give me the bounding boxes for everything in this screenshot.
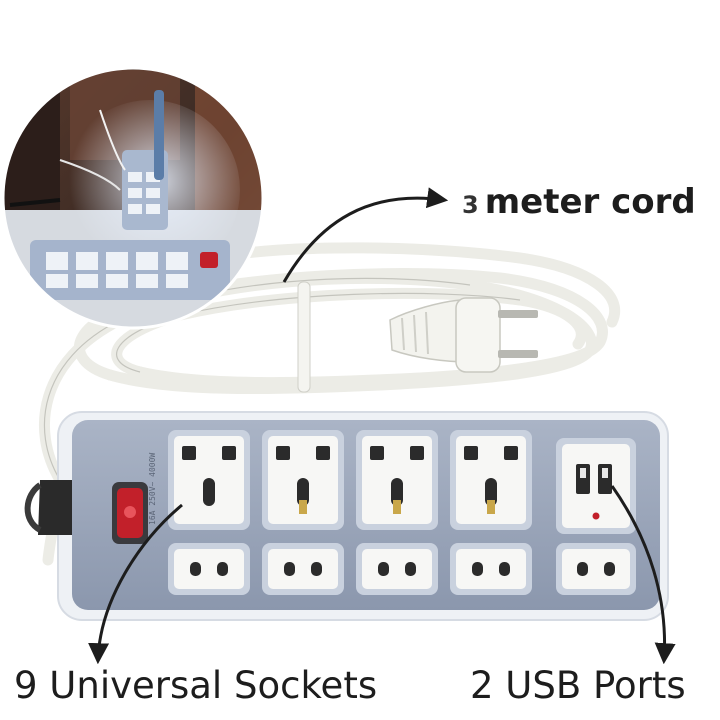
usb-port-icon (598, 464, 612, 494)
two-pin-socket (356, 543, 438, 595)
universal-socket (450, 430, 532, 530)
cable-tie (297, 281, 311, 393)
two-pin-socket (556, 543, 636, 595)
plug-icon (389, 297, 538, 373)
usb-port-icon (576, 464, 590, 494)
arrow-icon (88, 187, 676, 665)
two-pin-socket (450, 543, 532, 595)
usb-module (556, 438, 636, 534)
inset-lifestyle-photo (1, 66, 265, 330)
indicator-led-icon (592, 512, 600, 520)
usb-ports-label: 2 USB Ports (470, 664, 686, 707)
two-pin-socket (262, 543, 344, 595)
svg-text:16A 250V~ 4000W: 16A 250V~ 4000W (148, 453, 157, 525)
two-pin-socket (168, 543, 250, 595)
cord-length-number: 3 (462, 191, 479, 219)
universal-sockets-row (168, 430, 532, 530)
bottom-sockets-row (168, 543, 636, 595)
power-strip: 16A 250V~ 4000W (24, 411, 669, 621)
cord-length-text: meter cord (484, 182, 696, 222)
universal-socket (356, 430, 438, 530)
power-switch-icon (112, 482, 148, 544)
universal-socket (168, 430, 250, 530)
universal-sockets-label: 9 Universal Sockets (14, 664, 378, 707)
universal-socket (262, 430, 344, 530)
